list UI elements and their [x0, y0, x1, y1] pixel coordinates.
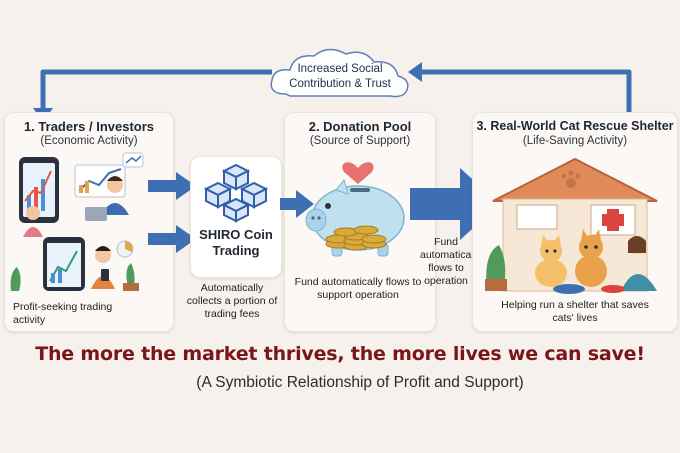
- feedback-arrow-right: [418, 69, 632, 112]
- cat-icon: [535, 235, 567, 287]
- panel-title: 2. Donation Pool: [308, 119, 412, 134]
- panel-title: 1. Traders / Investors: [23, 119, 155, 134]
- heart-icon: [342, 162, 374, 184]
- blockchain-cube-icon: [203, 163, 269, 223]
- person-icon: [621, 236, 657, 291]
- person-icon: [85, 176, 129, 221]
- feedback-arrow-left: [40, 69, 272, 112]
- panel-traders: 1. Traders / Investors (Economic Activit…: [4, 112, 174, 332]
- arrow-icon: [148, 172, 196, 200]
- flow-label: Fund automatically flows to operation: [420, 236, 482, 287]
- big-arrow-icon: [410, 168, 500, 240]
- piggy-bank-icon: [305, 162, 405, 257]
- phone-chart-icon: [43, 237, 85, 291]
- paw-icon: [561, 170, 581, 188]
- medical-cross-icon: [602, 209, 624, 231]
- footer-headline: The more the market thrives, the more li…: [35, 343, 645, 365]
- panel-subtitle: (Economic Activity): [40, 135, 138, 147]
- person-icon: [91, 246, 115, 289]
- panel-caption: Profit-seeking trading activity: [13, 301, 113, 326]
- arrow-icon: [148, 225, 196, 253]
- coin-stack-icon: [325, 225, 387, 251]
- cloud-text: Increased Social Contribution & Trust: [289, 63, 391, 90]
- arrow-icon: [280, 190, 314, 218]
- panel-shelter: 3. Real-World Cat Rescue Shelter (Life-S…: [472, 112, 678, 332]
- panel-caption: Helping run a shelter that saves cats' l…: [501, 299, 649, 324]
- coin-label: SHIRO Coin Trading: [199, 227, 273, 258]
- pool-caption: Fund automatically flows to support oper…: [294, 276, 422, 301]
- footer-subline: (A Symbiotic Relationship of Profit and …: [196, 374, 524, 391]
- cloud-icon: [270, 48, 409, 98]
- traders-illustration: [10, 152, 144, 291]
- feedback-arrowhead-right: [408, 62, 422, 82]
- shelter-icon: [485, 157, 658, 294]
- coin-caption: Automatically collects a portion of trad…: [186, 282, 278, 320]
- phone-chart-icon: [19, 157, 59, 223]
- panel-title: 3. Real-World Cat Rescue Shelter: [476, 119, 674, 133]
- coin-block: SHIRO Coin Trading: [190, 156, 282, 278]
- panel-subtitle: (Source of Support): [309, 135, 411, 147]
- panel-subtitle: (Life-Saving Activity): [522, 135, 628, 147]
- cat-icon: [575, 229, 607, 287]
